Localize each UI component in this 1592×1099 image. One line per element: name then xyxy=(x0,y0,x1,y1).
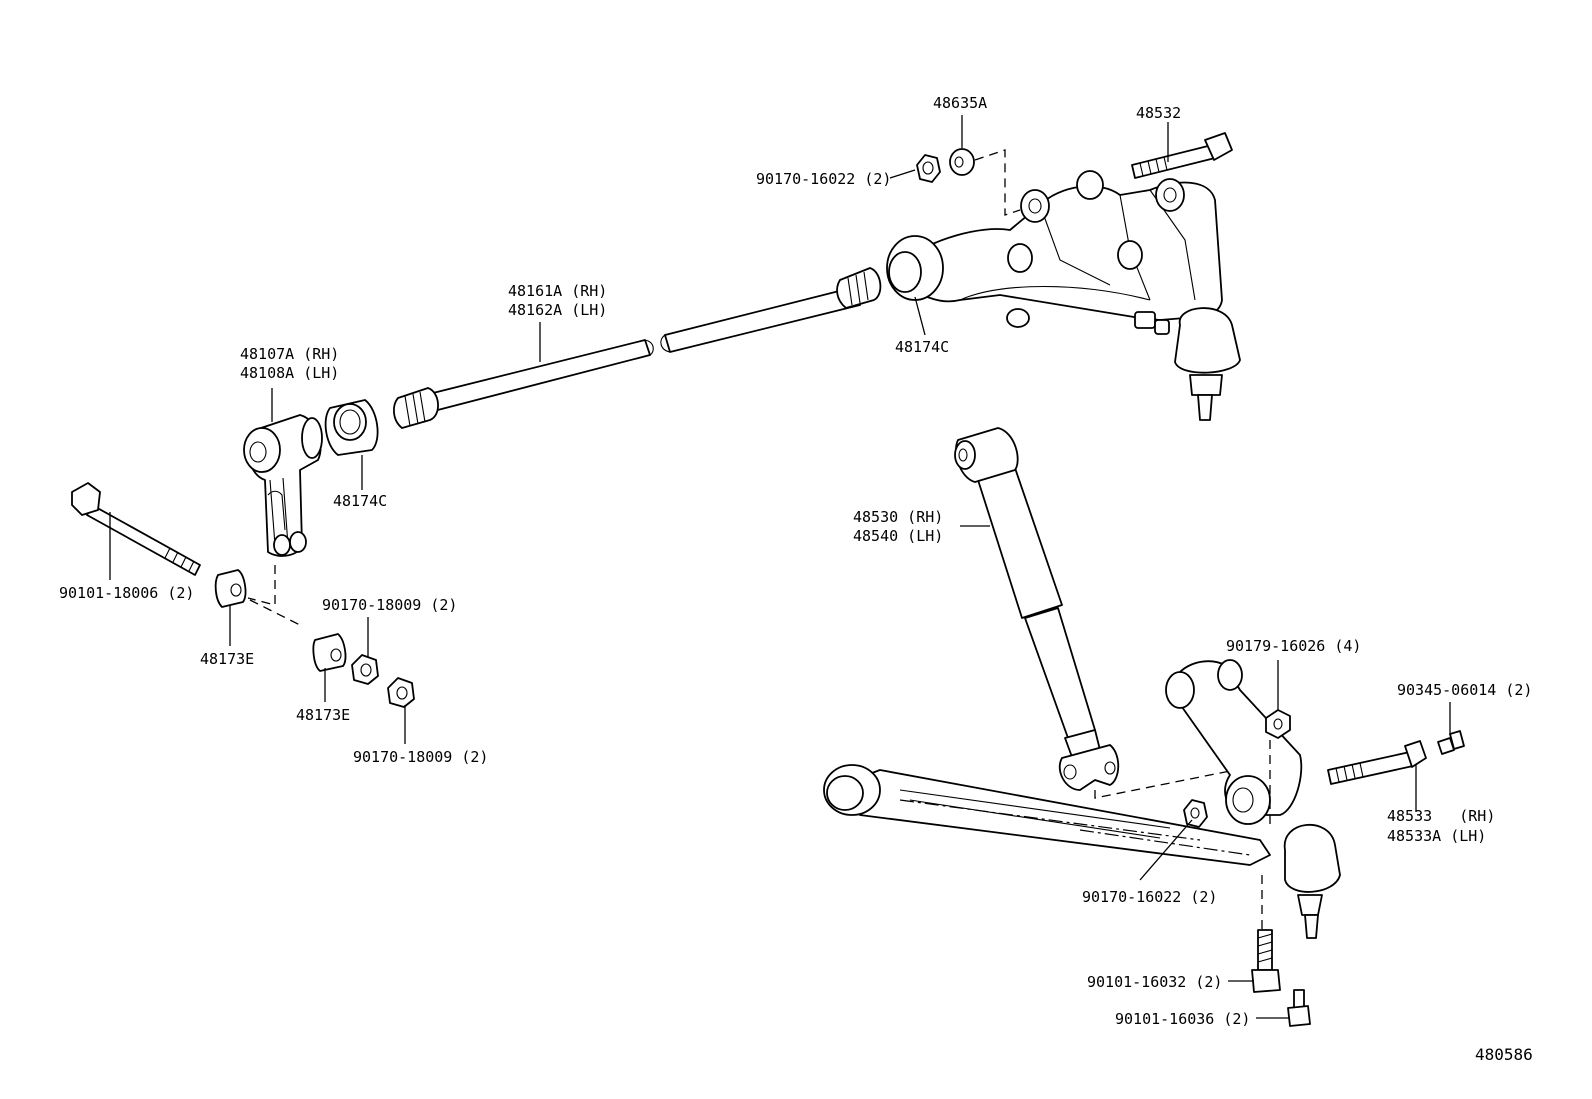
assembly-line-washer xyxy=(974,149,1021,216)
label-48174C-left: 48174C xyxy=(333,492,388,510)
label-48540: 48540 (LH) xyxy=(853,527,944,545)
upper-control-arm xyxy=(886,170,1241,421)
label-48532: 48532 xyxy=(1136,104,1182,122)
label-90101-18006: 90101-18006 (2) xyxy=(59,584,195,602)
nut-90170-18009-b xyxy=(387,677,415,708)
label-90170-16022-top: 90170-16022 (2) xyxy=(756,170,892,188)
leader-lines xyxy=(109,115,1451,1019)
label-48173E-b: 48173E xyxy=(296,706,351,724)
block-48173E-a xyxy=(214,569,247,608)
nut-90170-16022-top xyxy=(916,154,941,183)
label-48173E-a: 48173E xyxy=(200,650,255,668)
bolt-48533 xyxy=(1327,740,1427,785)
label-48107A: 48107A (RH) xyxy=(240,345,340,363)
label-90170-16022-bottom: 90170-16022 (2) xyxy=(1082,888,1218,906)
label-48533A: 48533A (LH) xyxy=(1387,827,1487,845)
block-48173E-b xyxy=(312,633,347,672)
nut-90179-16026 xyxy=(1265,709,1291,739)
bolt-90101-16032 xyxy=(1251,929,1281,993)
label-90170-18009-a: 90170-18009 (2) xyxy=(322,596,458,614)
label-48530: 48530 (RH) xyxy=(853,508,944,526)
label-90345-06014: 90345-06014 (2) xyxy=(1397,681,1533,699)
assembly-line-shock xyxy=(1094,764,1261,799)
torsion-bar xyxy=(393,267,882,429)
label-48635A: 48635A xyxy=(933,94,988,112)
assembly-line-block-block xyxy=(249,599,301,626)
bolt-48532 xyxy=(1131,132,1233,179)
label-90101-16036: 90101-16036 (2) xyxy=(1115,1010,1251,1028)
label-90170-18009-b: 90170-18009 (2) xyxy=(353,748,489,766)
cap-48174C-left xyxy=(324,399,379,456)
label-90179-16026: 90179-16026 (4) xyxy=(1226,637,1362,655)
label-48533: 48533 (RH) xyxy=(1387,807,1496,825)
assembly-line-arm-block xyxy=(247,565,276,606)
nipple-90345-06014 xyxy=(1437,730,1465,755)
bolt-90101-16036 xyxy=(1287,989,1311,1027)
label-90101-16032: 90101-16032 (2) xyxy=(1087,973,1223,991)
diagram-id: 480586 xyxy=(1475,1045,1533,1064)
nut-90170-16022-bottom xyxy=(1183,799,1208,828)
torque-arm-48107A xyxy=(243,414,323,557)
label-48174C-top: 48174C xyxy=(895,338,950,356)
label-48162A: 48162A (LH) xyxy=(508,301,608,319)
label-48108A: 48108A (LH) xyxy=(240,364,340,382)
nut-90170-18009-a xyxy=(351,654,379,685)
label-48161A: 48161A (RH) xyxy=(508,282,608,300)
lower-arm-centerline xyxy=(899,799,1251,856)
shock-absorber-48530 xyxy=(954,427,1120,791)
washer-48635A xyxy=(949,148,975,176)
lower-control-arm xyxy=(823,659,1341,939)
bolt-90101-18006 xyxy=(71,482,201,576)
